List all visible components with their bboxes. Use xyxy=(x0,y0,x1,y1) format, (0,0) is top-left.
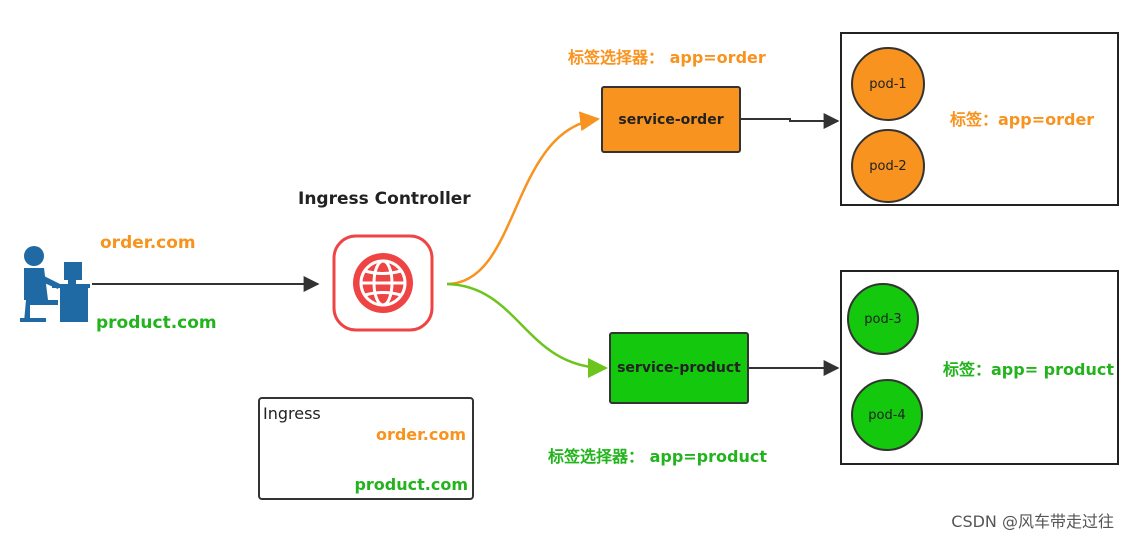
client-domain-order: order.com xyxy=(100,233,196,253)
client-domain-product: product.com xyxy=(96,313,217,333)
service-product-selector-label: 标签选择器： app=product xyxy=(548,447,767,466)
ingress-resource-title: Ingress xyxy=(263,404,321,423)
pod-4-label: pod-4 xyxy=(868,407,906,423)
ingress-to-service-order-curve xyxy=(446,111,600,286)
pod-group-product-label: 标签：app= product xyxy=(943,360,1114,379)
pod-2: pod-2 xyxy=(851,129,925,203)
pod-2-label: pod-2 xyxy=(869,158,907,174)
service-order-box: service-order xyxy=(601,86,741,153)
service-product-name: service-product xyxy=(617,360,741,376)
user-computer-icon xyxy=(20,246,90,322)
ingress-rule-order: order.com xyxy=(375,425,466,444)
pod-group-order-label: 标签：app=order xyxy=(950,110,1095,129)
service-order-selector-label: 标签选择器： app=order xyxy=(568,48,766,67)
pod-4: pod-4 xyxy=(851,379,923,451)
watermark: CSDN @风车带走过往 xyxy=(951,512,1114,531)
pod-3: pod-3 xyxy=(847,283,919,355)
pod-1-label: pod-1 xyxy=(869,76,907,92)
pod-group-product: pod-3 pod-4 标签：app= product xyxy=(840,270,1119,465)
ingress-rule-product: product.com xyxy=(354,475,468,494)
pod-group-order: pod-1 pod-2 标签：app=order xyxy=(840,32,1119,206)
service-product-box: service-product xyxy=(609,332,749,404)
ingress-controller-title: Ingress Controller xyxy=(298,189,471,209)
service-order-to-pods-arrow xyxy=(741,113,840,129)
pod-3-label: pod-3 xyxy=(864,311,902,327)
globe-icon xyxy=(332,234,434,332)
ingress-to-service-product-curve xyxy=(446,282,608,378)
service-order-name: service-order xyxy=(618,111,724,128)
pod-1: pod-1 xyxy=(851,47,925,121)
ingress-resource-box: Ingress order.com product.com xyxy=(258,397,474,500)
